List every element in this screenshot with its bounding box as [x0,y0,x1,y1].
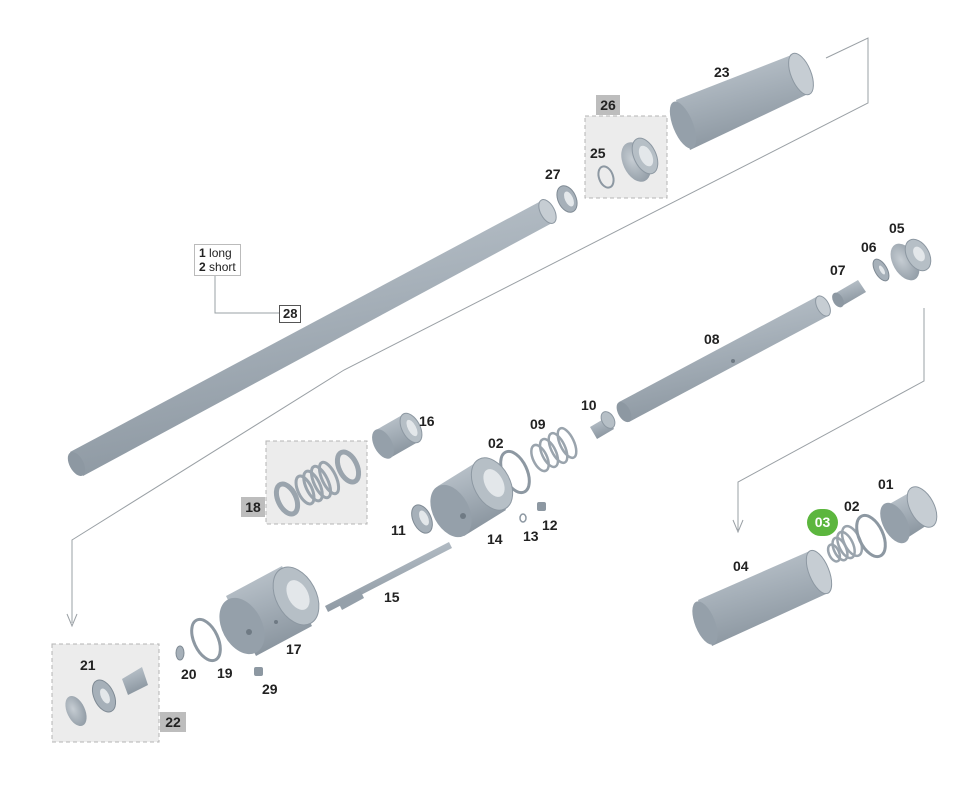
legend-row-long: 1 long [199,246,236,260]
label-02-right: 02 [844,498,860,514]
legend-num: 1 [199,246,206,260]
label-06: 06 [861,239,877,255]
label-01: 01 [878,476,894,492]
label-02-middle: 02 [488,435,504,451]
part-11-nut [411,504,433,534]
label-14: 14 [487,531,503,547]
label-08: 08 [704,331,720,347]
label-27: 27 [545,166,561,182]
part-17-housing [219,566,320,656]
label-16: 16 [419,413,435,429]
part-09-spring [530,426,578,473]
label-25: 25 [590,145,606,161]
part-16-bushing [372,412,423,459]
label-11: 11 [391,522,406,538]
label-20: 20 [181,666,197,682]
label-09: 09 [530,416,546,432]
label-03-highlight: 03 [807,509,838,536]
part-05-cap [890,238,932,281]
label-26: 26 [596,95,620,115]
label-22: 22 [160,712,186,732]
label-17: 17 [286,641,302,657]
label-12: 12 [542,517,558,533]
part-20-washer [175,645,185,661]
label-21: 21 [80,657,96,673]
label-05: 05 [889,220,905,236]
part-26-gland [621,137,659,182]
label-18: 18 [241,497,265,517]
part-25-ring [597,165,615,189]
part-04-tube [692,549,833,646]
label-28: 28 [279,305,302,323]
label-10: 10 [581,397,597,413]
part-07-valve [832,280,866,308]
part-02-ring-right [855,513,887,559]
part-18-spring-set [273,449,362,517]
part-23-tube [669,52,814,150]
part-14-piston [430,457,514,538]
guide-lines [66,37,925,628]
part-08-rod [616,295,831,423]
label-13: 13 [523,528,539,544]
label-15: 15 [384,589,400,605]
length-legend: 1 long 2 short [194,244,241,276]
part-28-tube [67,199,557,476]
part-10-fitting [590,411,616,439]
label-07: 07 [830,262,846,278]
part-29-plug [254,667,263,676]
legend-num: 2 [199,260,206,274]
part-19-ring [190,617,222,663]
part-21-set [65,667,148,726]
part-01-cap [880,486,938,544]
part-12-plug [537,502,546,511]
part-06-washer [872,258,890,282]
label-23: 23 [714,64,730,80]
label-19: 19 [217,665,233,681]
legend-row-short: 2 short [199,260,236,274]
legend-text: long [209,246,232,260]
label-04: 04 [733,558,749,574]
part-15-shaft [325,542,452,612]
legend-text: short [209,260,236,274]
part-27-nut [556,185,578,213]
part-13-ring [519,513,527,523]
label-29: 29 [262,681,278,697]
